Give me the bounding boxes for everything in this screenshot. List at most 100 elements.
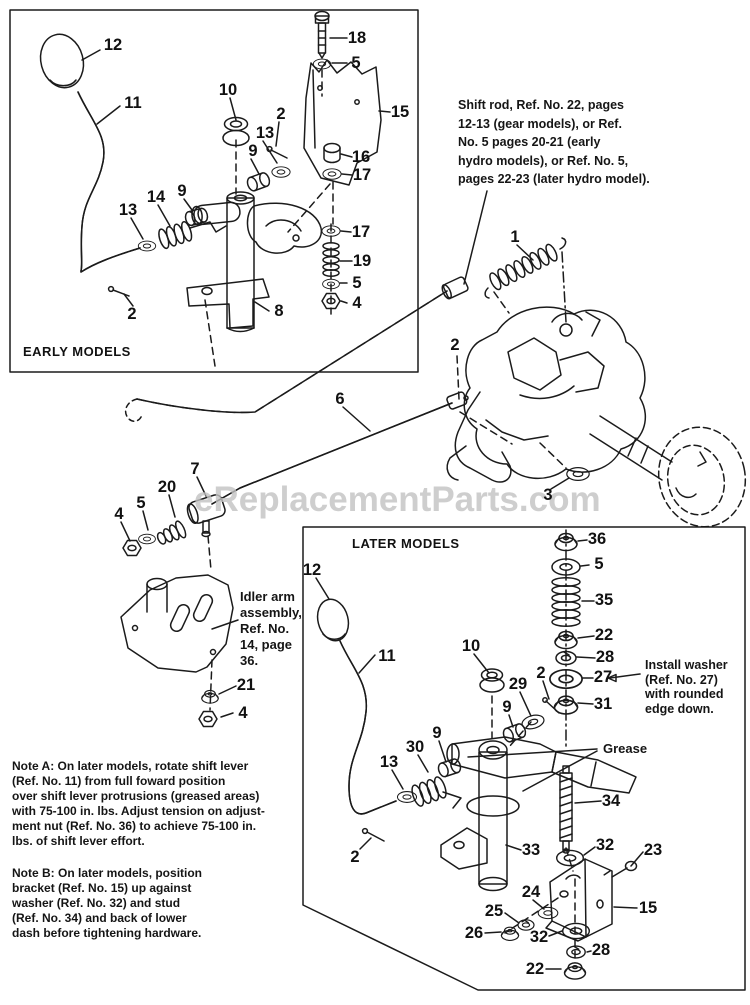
callout-5: 5 (352, 273, 362, 292)
leader-lines (81, 37, 644, 970)
trunnion-pin (202, 520, 210, 534)
mounting-bracket-early (303, 10, 382, 310)
callout-7: 7 (190, 459, 200, 478)
later-models-label: LATER MODELS (352, 536, 460, 551)
callout-10: 10 (461, 636, 481, 655)
washer-13a (271, 166, 291, 178)
callout-2: 2 (450, 335, 460, 354)
grease-leader-2 (522, 750, 598, 792)
callout-4: 4 (114, 504, 124, 523)
later-models-box (302, 526, 746, 991)
grease-leader-1 (467, 748, 598, 758)
callout-12: 12 (103, 35, 123, 54)
shift-tube-8 (226, 197, 255, 329)
nut-4c (122, 539, 142, 557)
nut-22b (563, 962, 587, 980)
note-a: Note A: On later models, rotate shift le… (12, 759, 265, 848)
lockwasher-28b (566, 945, 586, 959)
spring-14 (158, 221, 193, 250)
transaxle-sketch (446, 306, 673, 483)
callout-13: 13 (118, 200, 138, 219)
stud-34 (559, 765, 573, 854)
callout-6: 6 (335, 389, 345, 408)
base-plate-early (186, 278, 270, 329)
tension-spring-1 (484, 237, 567, 299)
callout-22: 22 (525, 959, 545, 978)
callout-11: 11 (124, 93, 142, 112)
callout-2: 2 (127, 304, 137, 323)
callout-10: 10 (218, 80, 238, 99)
washer-13-early (137, 240, 157, 252)
callout-2: 2 (276, 104, 286, 123)
spring-20 (156, 520, 187, 545)
callout-33: 33 (521, 840, 541, 859)
callout-15: 15 (390, 102, 410, 121)
washer-24 (537, 906, 559, 920)
install-washer-arrow (609, 673, 641, 679)
spring-30 (411, 776, 447, 807)
center-lines (204, 69, 611, 962)
guide-arm (246, 202, 323, 254)
wheel (657, 426, 747, 528)
callout-35: 35 (594, 590, 614, 609)
shift-knob-later (316, 598, 350, 642)
callout-25: 25 (484, 901, 504, 920)
callout-4: 4 (238, 703, 248, 722)
shift-rod-dashed (124, 276, 469, 422)
pin-2-later (366, 831, 385, 842)
callout-2: 2 (350, 847, 360, 866)
callout-30: 30 (405, 737, 425, 756)
callout-5: 5 (594, 554, 604, 573)
callout-17: 17 (351, 222, 371, 241)
callout-24: 24 (521, 882, 541, 901)
callout-23: 23 (643, 840, 663, 859)
callout-17: 17 (352, 165, 372, 184)
bracket-15-early (303, 59, 382, 186)
washer-17a (322, 168, 342, 180)
callout-14: 14 (146, 187, 166, 206)
bolt-18 (314, 10, 330, 59)
trunnion-7 (186, 494, 226, 524)
idler-plate (120, 574, 234, 728)
shift-knob-early (39, 33, 85, 89)
callout-32: 32 (529, 927, 549, 946)
pin-2a (270, 149, 288, 159)
later-shift-assembly (316, 598, 637, 892)
callout-15: 15 (638, 898, 658, 917)
tube-33 (478, 751, 508, 885)
callout-34: 34 (601, 791, 621, 810)
washer-5c (138, 533, 156, 545)
callout-8: 8 (274, 301, 284, 320)
callout-12: 12 (302, 560, 322, 579)
stud-bracket-group (500, 765, 638, 980)
callout-20: 20 (157, 477, 177, 496)
callout-18: 18 (347, 28, 367, 47)
callout-16: 16 (351, 147, 371, 166)
callout-28: 28 (595, 647, 615, 666)
callout-21: 21 (236, 675, 256, 694)
early-models-label: EARLY MODELS (23, 344, 131, 359)
callout-31: 31 (593, 694, 613, 713)
callout-32: 32 (595, 835, 615, 854)
cross-tube (191, 201, 241, 226)
note-b: Note B: On later models, position bracke… (12, 866, 203, 940)
shift-rod-note: Shift rod, Ref. No. 22, pages 12-13 (gea… (458, 98, 650, 186)
rod-ferrule (441, 276, 469, 300)
callout-19: 19 (352, 251, 372, 270)
callout-2: 2 (536, 663, 546, 682)
rod-hook (124, 398, 143, 422)
idler-arm-note: Idler arm assembly, Ref. No. 14, page 36… (240, 589, 302, 668)
cap-10-later (479, 668, 505, 693)
washer-3 (566, 467, 590, 481)
spacer-16 (323, 142, 341, 164)
early-models-box (9, 9, 419, 373)
idler-leader (211, 619, 239, 630)
callout-9: 9 (502, 697, 512, 716)
pin-2-early (112, 289, 130, 297)
callout-27: 27 (593, 667, 613, 686)
callout-29: 29 (508, 674, 528, 693)
bushing-9-later-left (436, 757, 463, 779)
spring-30-leg (442, 791, 462, 809)
